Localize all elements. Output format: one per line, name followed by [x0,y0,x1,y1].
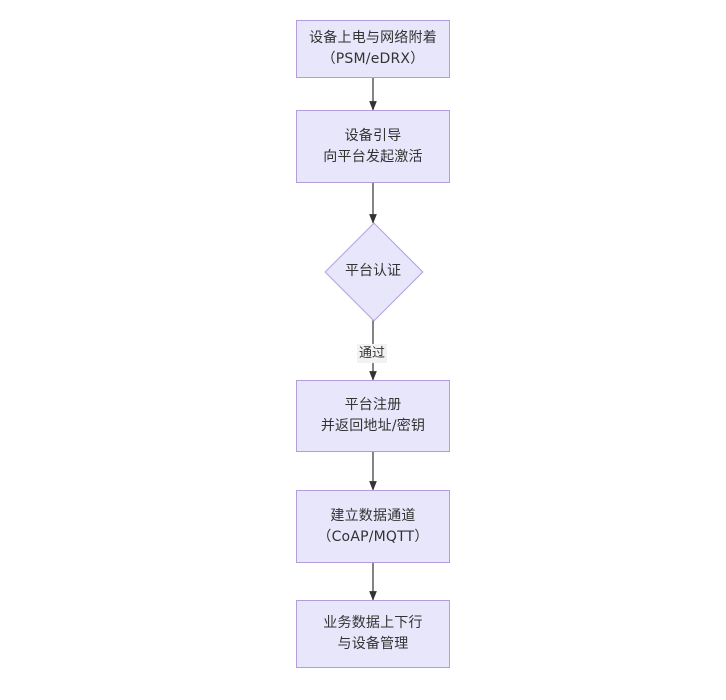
flow-node-process[interactable]: 平台注册并返回地址/密钥 [296,380,450,452]
flow-node-text-line: 向平台发起激活 [323,148,423,165]
flow-node-text-line: 平台认证 [345,262,401,279]
flow-node-text-line: 并返回地址/密钥 [320,418,426,434]
flow-node-process[interactable]: 建立数据通道 （CoAP/MQTT） [296,490,450,563]
flow-node-text-line: 设备上电与网络附着 [309,30,437,46]
flow-node-process[interactable]: 业务数据上下行与设备管理 [296,600,450,668]
flow-node-decision[interactable]: 平台认证 [324,222,424,322]
flow-node-text-line: 平台注册 [344,397,402,413]
flow-node-process[interactable]: 设备上电与网络附着 （PSM/eDRX） [296,20,450,78]
flow-edge-label: 通过 [357,344,388,363]
flow-node-text-line: （PSM/eDRX） [321,51,425,67]
flow-node-text-line: 设备引导 [344,127,402,144]
flow-node-text-line: 业务数据上下行 [323,615,423,631]
flow-node-text-line: （CoAP/MQTT） [317,528,429,545]
flow-node-text-line: 建立数据通道 [330,507,416,524]
flow-node-process[interactable]: 设备引导向平台发起激活 [296,110,450,183]
flow-node-text-line: 与设备管理 [337,636,409,652]
flow-node-label: 平台认证 [325,223,421,319]
